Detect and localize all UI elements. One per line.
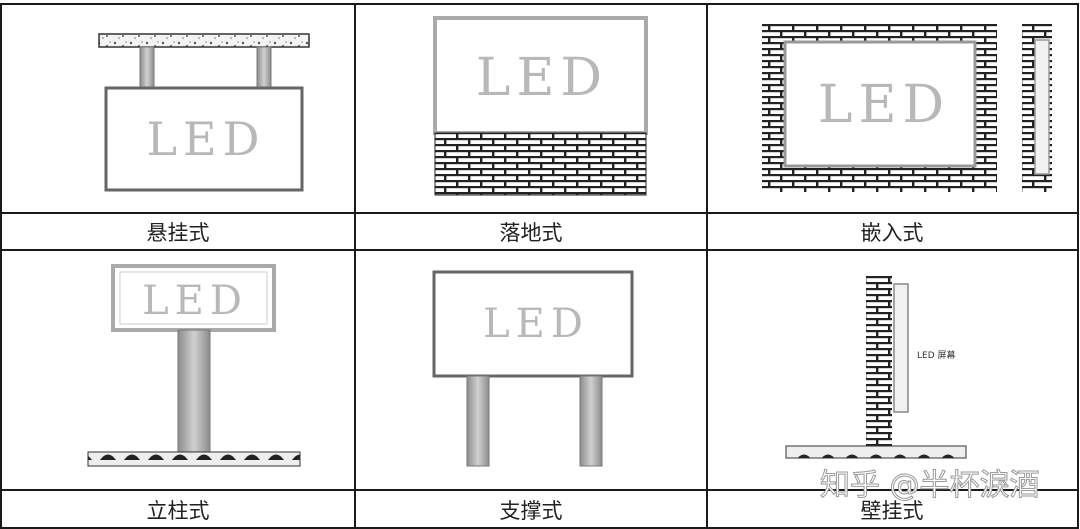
- support-pillar: [177, 329, 211, 453]
- led-screen: [783, 40, 977, 168]
- label-hanging: 悬挂式: [147, 221, 210, 245]
- panel-support: LED: [432, 270, 634, 467]
- led-screen-side: [893, 283, 909, 413]
- panel-embedded: LED: [762, 24, 1052, 192]
- panel-hanging: LED: [98, 33, 310, 192]
- led-screen: [433, 16, 648, 135]
- label-pillar: 立柱式: [147, 499, 210, 523]
- brick-wall: [866, 276, 892, 446]
- label-support: 支撑式: [500, 499, 563, 523]
- screen-text: LED: [142, 278, 248, 324]
- ceiling-beam: [98, 33, 310, 48]
- screen-text: LED: [818, 75, 950, 135]
- screen-text: LED: [483, 301, 589, 347]
- label-wall: 壁挂式: [861, 499, 924, 523]
- screen-note: LED 屏幕: [917, 349, 956, 361]
- support-leg: [579, 375, 603, 467]
- hanger-pole: [139, 46, 155, 89]
- support-leg: [466, 375, 490, 467]
- ground-base: [785, 445, 967, 459]
- led-screen: [432, 270, 634, 378]
- screen-text: LED: [476, 48, 608, 108]
- label-floor: 落地式: [500, 221, 563, 245]
- panel-floor: LED: [433, 16, 648, 196]
- panel-pillar: LED: [87, 264, 301, 467]
- watermark: 知乎 @半杯淚酒: [820, 468, 1040, 503]
- screen-text: LED: [146, 112, 265, 166]
- table-grid: [0, 3, 1079, 529]
- screen-side: [1034, 39, 1050, 175]
- ground-base: [87, 451, 301, 467]
- led-screen: [104, 86, 304, 192]
- panel-wall: LED 屏幕: [785, 276, 967, 459]
- screen-inner: [119, 271, 268, 325]
- label-embedded: 嵌入式: [861, 221, 924, 245]
- hanger-pole: [256, 46, 272, 89]
- brick-base: [434, 132, 647, 196]
